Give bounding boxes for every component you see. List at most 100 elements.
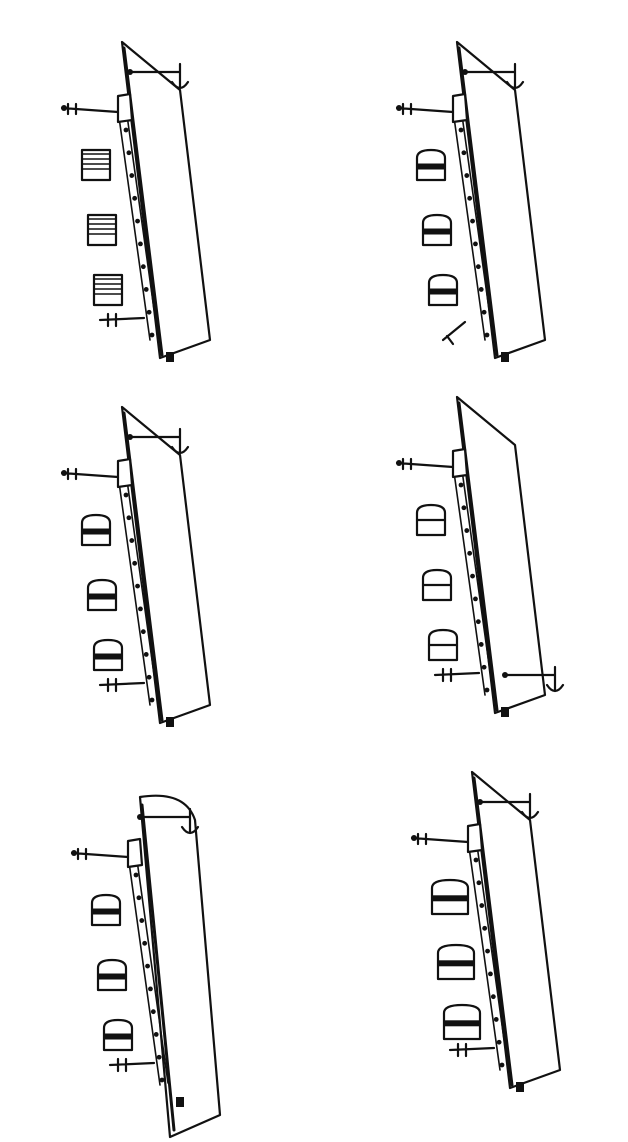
porthole <box>488 971 493 977</box>
hull <box>455 40 547 360</box>
superstructure <box>452 107 494 341</box>
rear-mast <box>448 1042 496 1058</box>
porthole <box>464 528 470 533</box>
rear-mast <box>108 1057 156 1073</box>
porthole <box>135 218 140 224</box>
porthole <box>473 857 479 863</box>
porthole <box>475 264 481 270</box>
anchor-icon <box>138 807 200 835</box>
hull <box>455 395 547 715</box>
porthole <box>149 332 155 338</box>
front-mast <box>70 847 130 861</box>
front-mast <box>60 467 120 481</box>
front-mast <box>60 102 120 116</box>
funnel <box>80 148 112 182</box>
ship-drawing <box>395 40 547 362</box>
porthole <box>464 173 470 178</box>
porthole <box>140 629 146 635</box>
anchor-icon <box>478 792 540 820</box>
funnel-band <box>104 1033 132 1040</box>
porthole <box>153 1032 159 1037</box>
porthole <box>499 1062 505 1068</box>
front-mast <box>395 102 455 116</box>
porthole <box>473 241 478 247</box>
ship-drawing <box>410 770 562 1092</box>
porthole <box>481 309 487 315</box>
porthole <box>461 150 467 156</box>
stern-block <box>516 1082 524 1092</box>
anchor-ring <box>477 799 483 805</box>
porthole <box>129 538 135 543</box>
ship-drawing <box>395 395 565 717</box>
funnel-band <box>94 653 122 660</box>
anchor-icon <box>463 62 525 90</box>
flag-icon <box>71 850 77 856</box>
porthole <box>126 150 132 156</box>
anchor-ring <box>127 69 133 75</box>
deck-line <box>140 803 176 1132</box>
superstructure <box>452 462 494 696</box>
porthole <box>146 674 152 680</box>
bridge <box>451 92 469 124</box>
funnel-band <box>438 960 474 967</box>
porthole <box>485 948 490 954</box>
flag-icon <box>396 460 402 466</box>
bridge <box>466 822 484 854</box>
anchor-icon <box>128 427 190 455</box>
funnel-band <box>92 908 120 915</box>
porthole <box>478 287 484 292</box>
porthole <box>458 127 464 133</box>
stern-block <box>166 717 174 727</box>
porthole <box>140 264 146 270</box>
superstructure <box>467 837 509 1071</box>
porthole <box>476 880 482 886</box>
flag-icon <box>61 470 67 476</box>
rear-mast <box>98 677 146 693</box>
porthole <box>482 925 488 931</box>
hull <box>138 794 222 1139</box>
porthole <box>479 903 485 908</box>
porthole <box>156 1054 162 1060</box>
superstructure <box>117 107 159 341</box>
stern-block <box>176 1097 184 1107</box>
porthole <box>145 963 150 969</box>
funnel-band <box>98 973 126 980</box>
porthole <box>159 1077 165 1083</box>
porthole <box>467 550 473 556</box>
flag-icon <box>61 105 67 111</box>
porthole <box>123 492 129 498</box>
anchor-ring <box>127 434 133 440</box>
superstructure <box>127 852 169 1086</box>
anchor-ring <box>137 814 143 820</box>
porthole <box>136 895 142 901</box>
porthole <box>142 940 148 946</box>
porthole <box>473 596 478 602</box>
porthole <box>132 195 138 201</box>
superstructure <box>117 472 159 706</box>
porthole <box>143 287 149 292</box>
funnel <box>86 213 118 247</box>
porthole <box>149 697 155 703</box>
ship-drawing <box>60 40 212 362</box>
porthole <box>478 642 484 647</box>
bridge <box>116 92 134 124</box>
porthole <box>126 515 132 521</box>
hull <box>120 40 212 360</box>
porthole <box>484 332 490 338</box>
hull <box>120 405 212 725</box>
porthole <box>143 652 149 657</box>
ship-drawing <box>60 405 212 727</box>
flag-icon <box>396 105 402 111</box>
stern-block <box>501 707 509 717</box>
porthole <box>138 241 143 247</box>
stern-block <box>501 352 509 362</box>
porthole <box>484 687 490 693</box>
funnel-band <box>423 228 451 235</box>
anchor-icon <box>503 665 565 693</box>
porthole <box>475 619 481 625</box>
funnel-band <box>432 895 468 902</box>
bridge <box>116 457 134 489</box>
porthole <box>146 309 152 315</box>
rear-mast <box>98 312 146 328</box>
